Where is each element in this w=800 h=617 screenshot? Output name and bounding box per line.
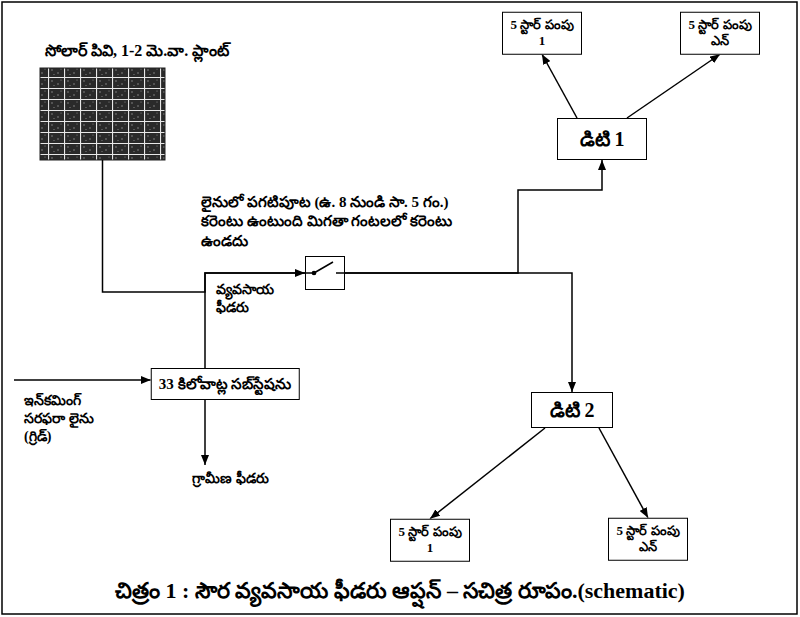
transformer-box: డిటి 2 [531,392,613,428]
substation-box: 33 కిలోవాట్ల సబ్‌స్టేషను [151,368,300,400]
feeder-label: గ్రామీణ ఫీడరు [190,470,274,488]
solar-panel-illustration [40,68,165,160]
rural-feeder-arrow [204,400,206,465]
node-text: డిటి 2 [539,398,605,423]
connector [627,54,720,118]
pump-box: 5 స్టార్ పంపు 1 [390,519,470,562]
solar-plant: సోలార్ పివి, 1-2 మె.వా. ప్లాంట్ [40,68,165,160]
supply-line-label: ఇన్‌కమింగ్ సరఫరా లైను (గ్రిడ్) [22,392,126,447]
connector [345,273,572,392]
connector [430,428,545,519]
connector [205,273,305,368]
pump-box: 5 స్టార్ పంపు 1 [502,12,582,55]
connector-group [103,54,721,519]
node-text: 5 స్టార్ పంపు 1 [398,524,462,557]
figure-caption: చిత్రం 1 : సౌర వ్యవసాయ ఫీడరు ఆప్షన్ – సచ… [0,578,800,609]
node-heading: లైనులో పగటిపూట (ఉ. 8 నుండి సా. 5 గం.) కర… [201,193,466,252]
connector [599,428,648,518]
node-text: డిటి 1 [565,127,639,152]
node-heading: సోలార్ పివి, 1-2 మె.వా. ప్లాంట్ [45,41,229,62]
connector-label: వ్యవసాయ ఫీడరు [214,281,298,317]
node-text: 33 కిలోవాట్ల సబ్‌స్టేషను [159,375,292,394]
node-text: 5 స్టార్ పంపు 1 [510,17,574,50]
pump-box: 5 స్టార్ పంపు ఎన్ [608,518,688,561]
incoming-supply-arrow [14,379,151,381]
transformer-box: డిటి 1 [557,118,647,160]
pump-box: 5 స్టార్ పంపు ఎన్ [680,12,760,55]
node-text: 5 స్టార్ పంపు ఎన్ [688,17,752,50]
switch-box: లైనులో పగటిపూట (ఉ. 8 నుండి సా. 5 గం.) కర… [305,256,345,290]
switch-symbol [306,262,344,275]
connector [542,54,577,118]
node-text: 5 స్టార్ పంపు ఎన్ [616,523,680,556]
